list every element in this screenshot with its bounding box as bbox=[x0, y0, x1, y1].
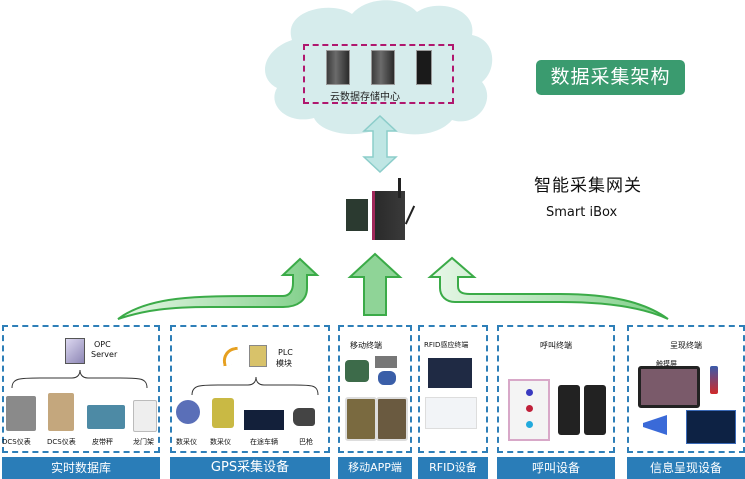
belt-scale-image bbox=[87, 405, 125, 429]
touchscreen-image bbox=[638, 366, 700, 408]
group-gps bbox=[170, 325, 330, 453]
group-header: 呈现终端 bbox=[670, 341, 702, 350]
opc-server-label-line2: Server bbox=[91, 350, 118, 359]
item-label: DCS仪表 bbox=[47, 438, 76, 446]
brace-icon bbox=[11, 369, 148, 389]
item-label: 在途车辆 bbox=[250, 438, 278, 446]
data-center-frame bbox=[303, 44, 454, 104]
gateway-device-main bbox=[372, 191, 405, 240]
item-label: DCS仪表 bbox=[2, 438, 31, 446]
curved-arrow-right bbox=[427, 256, 669, 320]
rfid-reader-image bbox=[425, 397, 477, 429]
diagram-title-badge: 数据采集架构 bbox=[536, 60, 685, 95]
dcs-meter-image bbox=[6, 396, 36, 431]
antenna-icon bbox=[404, 205, 416, 225]
call-panel-image bbox=[508, 379, 550, 441]
opc-server-icon bbox=[65, 338, 85, 364]
dcs-meter-image bbox=[48, 393, 74, 431]
brace-icon bbox=[191, 376, 319, 396]
walkie-talkie-image bbox=[558, 385, 580, 435]
signal-tower-light-image bbox=[710, 366, 718, 394]
server-icon bbox=[371, 50, 395, 85]
group-label-rfid: RFID设备 bbox=[418, 457, 488, 479]
call-button-red bbox=[526, 405, 533, 412]
group-header: 移动终端 bbox=[350, 341, 382, 350]
group-label-realtime-db: 实时数据库 bbox=[2, 457, 160, 479]
group-display bbox=[627, 325, 745, 453]
group-rfid bbox=[418, 325, 488, 453]
gantry-image bbox=[133, 400, 157, 432]
group-realtime-db bbox=[2, 325, 160, 453]
data-collector-image bbox=[176, 400, 200, 424]
bidirectional-arrow-icon bbox=[362, 115, 398, 173]
gateway-subtitle: Smart iBox bbox=[546, 205, 618, 220]
group-header: RFID感应终端 bbox=[424, 341, 469, 349]
item-label: 巴枪 bbox=[299, 438, 313, 446]
rfid-scene-image bbox=[428, 358, 472, 388]
item-label: 龙门架 bbox=[133, 438, 154, 446]
group-label-call: 呼叫设备 bbox=[497, 457, 615, 479]
opc-server-label-line1: OPC bbox=[94, 340, 111, 349]
data-collector-image bbox=[212, 398, 234, 428]
tablet-image bbox=[376, 397, 408, 441]
rack-server-icon bbox=[416, 50, 432, 85]
call-button-blue bbox=[526, 389, 533, 396]
group-label-mobile-app: 移动APP端 bbox=[338, 457, 412, 479]
item-label: 皮带秤 bbox=[92, 438, 113, 446]
plc-module-icon bbox=[249, 345, 267, 367]
group-label-display: 信息呈现设备 bbox=[627, 457, 745, 479]
plc-label-line2: 模块 bbox=[276, 359, 292, 368]
mobile-user-image bbox=[378, 371, 396, 385]
gateway-title: 智能采集网关 bbox=[534, 176, 642, 196]
barcode-gun-image bbox=[293, 408, 315, 426]
smartwatch-image bbox=[345, 360, 369, 382]
tablet-image bbox=[345, 397, 377, 441]
data-center-label: 云数据存储中心 bbox=[330, 92, 400, 103]
antenna-icon bbox=[398, 178, 401, 198]
touchscreen-label: 触摸屏 bbox=[656, 360, 677, 368]
group-label-gps: GPS采集设备 bbox=[170, 457, 330, 479]
gateway-device-small bbox=[346, 199, 368, 231]
item-label: 数采仪 bbox=[176, 438, 197, 446]
group-call bbox=[497, 325, 615, 453]
vehicle-image bbox=[244, 410, 284, 430]
smartwatch-image bbox=[375, 356, 397, 368]
upload-arrows bbox=[117, 252, 669, 320]
plc-label-line1: PLC bbox=[278, 348, 293, 357]
group-mobile-app bbox=[338, 325, 412, 453]
straight-arrow-center bbox=[347, 252, 403, 316]
item-label: 数采仪 bbox=[210, 438, 231, 446]
call-button-cyan bbox=[526, 421, 533, 428]
led-display-board-image bbox=[686, 410, 736, 444]
curved-arrow-left bbox=[117, 257, 320, 320]
server-icon bbox=[326, 50, 350, 85]
walkie-talkie-image bbox=[584, 385, 606, 435]
group-header: 呼叫终端 bbox=[540, 341, 572, 350]
